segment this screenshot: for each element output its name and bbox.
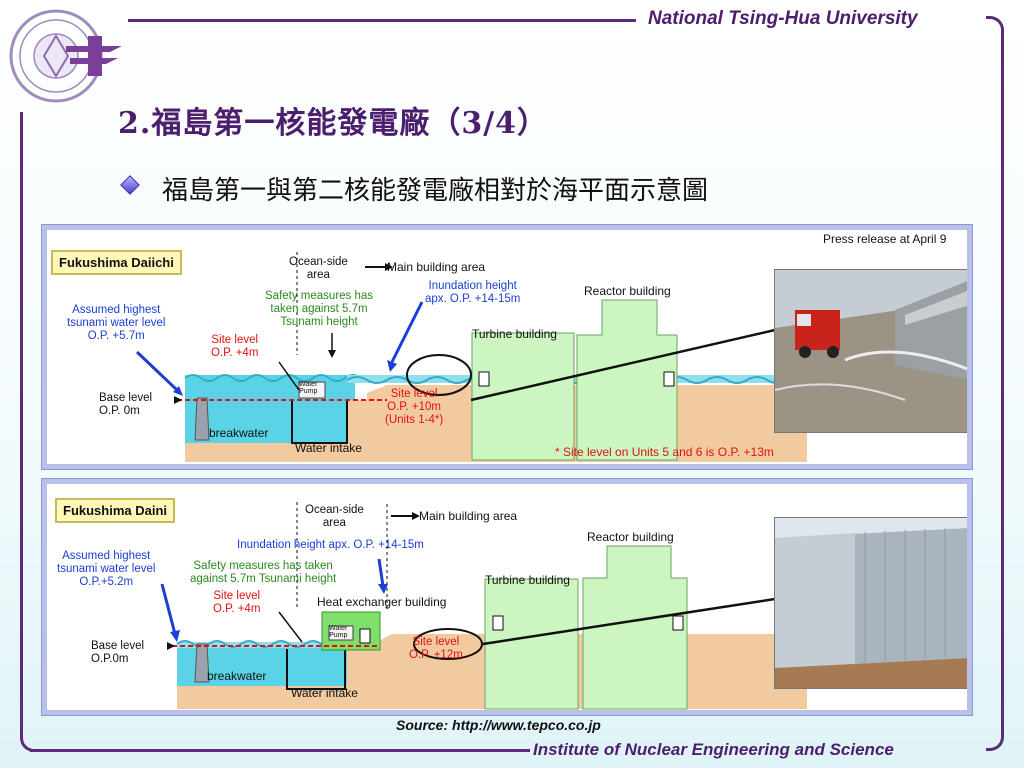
daini-safety-label: Safety measures has taken against 5.7m T… [190, 560, 337, 585]
daini-site-level-ocean: Site level O.P. +4m [213, 590, 261, 615]
university-logo [6, 6, 128, 106]
daiichi-assumed-label: Assumed highest tsunami water level O.P.… [67, 304, 166, 342]
diamond-bullet-icon [121, 176, 139, 194]
daiichi-water-intake-label: Water intake [295, 441, 362, 455]
daiichi-name: Fukushima Daiichi [51, 250, 182, 275]
daiichi-water-pump-label: Water Pump [299, 381, 318, 395]
daini-reactor-label: Reactor building [587, 530, 674, 544]
daiichi-safety-label: Safety measures has taken against 5.7m T… [265, 290, 374, 328]
daini-water-intake [286, 649, 346, 690]
daiichi-site-level-circle [406, 354, 472, 396]
daiichi-photo-pointer [470, 328, 776, 402]
daiichi-note: * Site level on Units 5 and 6 is O.P. +1… [555, 445, 774, 459]
daini-turbine-label: Turbine building [485, 573, 570, 587]
header-rule [128, 19, 636, 22]
daiichi-turbine-label: Turbine building [472, 327, 557, 341]
daiichi-assumed-arrow [135, 350, 179, 392]
daini-cross-section [160, 502, 807, 710]
daini-turbine-building [484, 578, 579, 710]
daiichi-breakwater-label: breakwater [209, 426, 269, 440]
footer-rule [30, 749, 530, 752]
daiichi-photo [774, 270, 967, 432]
daiichi-water-intake [291, 400, 348, 444]
daini-turbine-door-icon [492, 615, 504, 631]
daini-ocean-side-label: Ocean-side area [305, 504, 364, 529]
daini-inundation-arrow [377, 558, 385, 587]
daiichi-site-level-ocean: Site level O.P. +4m [211, 334, 259, 359]
daiichi-reactor-label: Reactor building [584, 284, 671, 298]
daiichi-inundation-label: Inundation height apx. O.P. +14-15m [425, 280, 521, 305]
daiichi-breakwater [194, 397, 210, 441]
bullet-text: 福島第一與第二核能發電廠相對於海平面示意圖 [162, 176, 709, 206]
daini-reactor-door-icon [672, 615, 684, 631]
daiichi-panel: Fukushima Daiichi Press release at April… [42, 225, 972, 469]
daini-photo [775, 518, 967, 688]
source-citation: Source: http://www.tepco.co.jp [396, 717, 601, 733]
daiichi-turbine-door-icon [478, 371, 490, 387]
daini-site-level-circle [413, 628, 483, 660]
daini-water-pump-label: Water Pump [329, 625, 348, 639]
daini-intake-water [285, 659, 345, 686]
daini-assumed-label: Assumed highest tsunami water level O.P.… [57, 550, 156, 588]
daini-water-intake-label: Water intake [291, 686, 358, 700]
nthu-seal-icon [9, 9, 122, 103]
daini-main-building-label: Main building area [419, 509, 518, 523]
daini-breakwater-label: breakwater [207, 669, 267, 683]
daini-site-level-main: Site level O.P. +12m [409, 636, 463, 661]
daiichi-press-release: Press release at April 9 [823, 232, 947, 246]
daiichi-inundation-arrow [390, 301, 424, 363]
daiichi-site-level-main: Site level O.P. +10m (Units 1-4*) [385, 388, 444, 426]
daini-base-level-marker [167, 642, 175, 650]
frame-right [986, 16, 1004, 751]
daini-base-level: Base level O.P.0m [91, 640, 145, 665]
daiichi-base-level-marker [174, 396, 182, 404]
daini-assumed-arrow [160, 583, 177, 635]
daini-plant-photo-icon [775, 518, 967, 688]
daiichi-damage-photo-icon [774, 270, 967, 432]
daini-panel: Fukushima Daini Ocean-side area Main bui… [42, 479, 972, 715]
daiichi-intake-water [294, 410, 345, 442]
daini-photo-pointer [482, 597, 776, 646]
daini-breakwater [194, 643, 210, 683]
daini-reactor-building [582, 545, 688, 710]
daini-water-pump [328, 625, 354, 641]
daiichi-site-level-arrow [278, 361, 300, 391]
daini-inundation-label: Inundation height apx. O.P. +14-15m [237, 539, 424, 551]
daiichi-reactor-door-icon [663, 371, 675, 387]
daiichi-reactor-building [576, 299, 678, 461]
institute-name: Institute of Nuclear Engineering and Sci… [533, 740, 894, 759]
daiichi-ocean-side-label: Ocean-side area [289, 256, 348, 281]
daini-name: Fukushima Daini [55, 498, 176, 523]
daini-heat-exchanger-label: Heat exchanger building [317, 595, 447, 609]
daiichi-cross-section [135, 252, 808, 462]
daiichi-wave [184, 374, 362, 382]
daini-site-level-arrow [278, 611, 303, 643]
university-name: National Tsing-Hua University [648, 8, 918, 29]
daiichi-base-level: Base level O.P. 0m [99, 392, 153, 417]
daiichi-main-building-label: Main building area [387, 260, 486, 274]
frame-left [20, 112, 34, 752]
slide-title: 2.福島第一核能發電廠（3/4） [118, 106, 549, 141]
